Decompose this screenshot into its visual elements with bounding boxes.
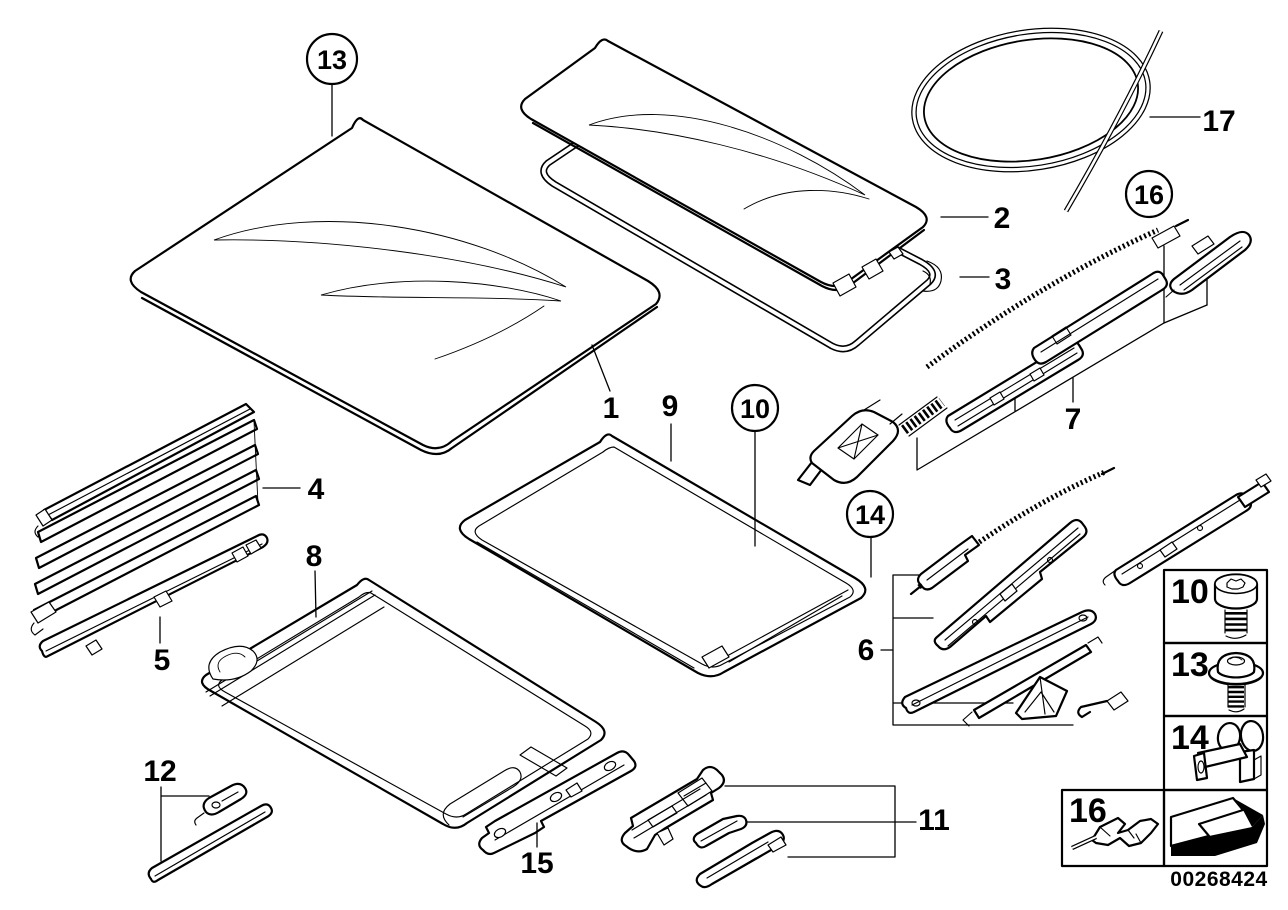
part-label-6: 6 [858, 634, 875, 667]
callout-10: 10 [730, 383, 780, 547]
drive-cable-17: 17 [911, 27, 1236, 213]
callout-13: 13 [305, 32, 359, 137]
part-label-3: 3 [995, 263, 1012, 296]
socket-head-screw-icon [1213, 573, 1259, 639]
glass-reflection [588, 114, 866, 196]
pleat-slat [34, 443, 260, 570]
direction-arrow-icon [1169, 796, 1265, 856]
seal-end-curl [922, 260, 943, 292]
pull-tab [208, 645, 258, 681]
part-label-17: 17 [1202, 105, 1235, 138]
callout-circle-16 [1124, 169, 1174, 219]
leader-8 [314, 570, 317, 618]
angle-clip-icon [1071, 816, 1160, 851]
part-label-11: 11 [918, 804, 950, 837]
slider-parts-11: 11 [620, 765, 950, 889]
legend-number-14: 14 [1171, 719, 1209, 757]
callout-circle-10 [730, 383, 780, 433]
mechanism-group-6: 6 [858, 466, 1272, 727]
drive-cable [925, 227, 1160, 370]
legend-box-arrow [1162, 788, 1269, 868]
guide-strip-5: 5 [38, 533, 269, 677]
callout-16: 16 [1124, 169, 1174, 219]
part-label-8: 8 [306, 540, 323, 573]
callout-circle-14 [845, 489, 895, 539]
legend-number-13: 13 [1171, 646, 1209, 684]
callout-label-13: 13 [317, 45, 347, 75]
part-label-5: 5 [154, 644, 171, 677]
frame-notch [701, 645, 730, 669]
callout-label-14: 14 [855, 500, 885, 530]
bracket-12 [160, 786, 210, 862]
glass-reflection [213, 221, 567, 288]
flanged-screw-icon [1207, 651, 1265, 713]
callout-circle-13 [305, 32, 359, 86]
trim-strip-12 [147, 803, 273, 883]
part-label-9: 9 [662, 390, 679, 423]
callout-label-16: 16 [1134, 180, 1164, 210]
part-label-2: 2 [994, 202, 1011, 235]
mounting-rail-15: 15 [478, 750, 637, 880]
part-label-4: 4 [308, 473, 325, 506]
leader-1 [591, 344, 611, 392]
guide-piece [692, 814, 748, 849]
callout-label-10: 10 [740, 394, 770, 424]
glass-panel-front-1: 1 [129, 117, 661, 456]
document-number: 00268424 [1170, 868, 1267, 891]
retaining-clip-icon [1192, 719, 1265, 784]
pleated-sunblind-4: 4 [30, 402, 325, 636]
legend-number-16: 16 [1069, 792, 1107, 830]
callout-14: 14 [845, 489, 895, 578]
gusset-bracket [1014, 675, 1069, 721]
slide-panel-frame-9: 9 [458, 390, 867, 678]
part-label-1: 1 [603, 392, 620, 425]
part-label-12: 12 [143, 755, 176, 788]
part-label-7: 7 [1065, 403, 1082, 436]
strip-clip [153, 590, 173, 608]
slide-strip-group-12: 12 [143, 755, 273, 883]
pleat-slat [36, 418, 259, 544]
drive-mechanism-7: 7 [796, 218, 1252, 487]
bracket-11 [724, 785, 917, 858]
part-label-15: 15 [520, 847, 553, 880]
legend-number-10: 10 [1171, 573, 1209, 611]
legend: 10 13 14 16 [1060, 568, 1269, 868]
glass-panel-rear-2: 2 [520, 38, 1011, 297]
pleat-slat [33, 468, 261, 596]
bracket-6 [880, 574, 1074, 726]
sunshade-8: 8 [200, 540, 606, 829]
